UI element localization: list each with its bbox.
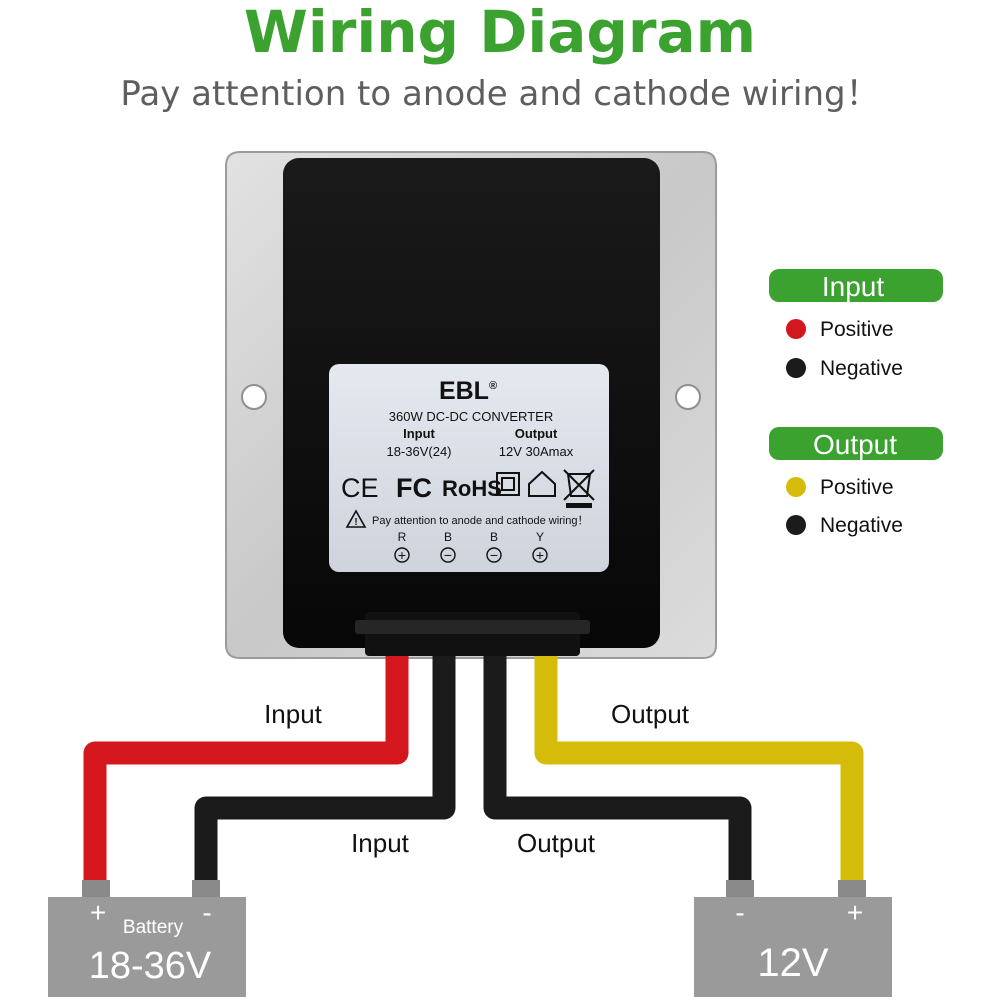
legend-output-positive-text: Positive [820,476,894,499]
legend-output-positive-dot [786,477,806,497]
pin-markings: R B B Y + − − + [394,530,548,563]
fc-mark: FC [396,473,432,503]
product-label: EBL® 360W DC-DC CONVERTER Input Output 1… [329,364,609,572]
input-positive-wire-label: Input [264,699,323,729]
wire-input-negative [194,656,456,885]
legend-output: Output Positive Negative [769,427,943,537]
ce-mark: CE [341,473,379,503]
legend-input: Input Positive Negative [769,269,943,380]
mount-hole-right [675,384,701,410]
pin-symbol-r: + [398,547,406,563]
pin-circle-b2 [486,547,502,563]
input-battery-plus: + [90,897,106,928]
input-battery: + Battery - 18-36V [48,880,246,997]
input-spec: 18-36V(24) [386,444,451,459]
output-negative-wire-label: Output [517,828,596,858]
output-heading: Output [515,426,558,441]
input-battery-voltage: 18-36V [89,945,212,987]
legend-input-negative-dot [786,358,806,378]
output-battery: - + 12V [694,880,892,997]
weee-bin-icon [563,469,595,508]
page-title: Wiring Diagram [243,0,757,66]
warning-icon: ! [345,509,367,528]
wire-output-positive [534,656,864,885]
input-battery-minus: - [202,897,211,928]
double-insulation-icon [496,472,520,496]
output-spec: 12V 30Amax [499,444,574,459]
pin-circle-b1 [440,547,456,563]
output-battery-voltage: 12V [757,941,828,985]
legend-input-negative-text: Negative [820,357,903,380]
rohs-mark: RoHS [442,476,502,501]
pin-symbol-b1: − [444,547,452,563]
page-subtitle: Pay attention to anode and cathode wirin… [120,74,880,114]
pin-letter-b1: B [444,530,452,544]
output-battery-plus: + [847,897,863,928]
indoor-use-icon [528,470,556,497]
svg-text:!: ! [354,517,357,528]
input-heading: Input [403,426,435,441]
model-text: 360W DC-DC CONVERTER [389,409,553,424]
pin-letter-b2: B [490,530,498,544]
cable-gland-ridge [355,620,590,634]
input-battery-name: Battery [123,917,184,938]
wire-input-positive [83,656,409,885]
legend-input-positive-text: Positive [820,318,894,341]
output-positive-wire-label: Output [611,699,690,729]
legend-output-negative-dot [786,515,806,535]
pin-letter-r: R [398,530,407,544]
input-negative-wire-label: Input [351,828,410,858]
pin-circle-r [394,547,410,563]
legend-input-title: Input [822,271,884,302]
brand-logo: EBL® [439,377,497,405]
legend-output-negative-text: Negative [820,514,903,537]
pin-symbol-y: + [536,547,544,563]
pin-circle-y [532,547,548,563]
pin-letter-y: Y [536,530,544,544]
mount-hole-left [241,384,267,410]
legend-input-positive-dot [786,319,806,339]
warning-text: Pay attention to anode and cathode wirin… [372,515,588,527]
wire-output-negative [483,656,752,885]
output-battery-minus: - [735,897,744,928]
pin-symbol-b2: − [490,547,498,563]
legend-output-title: Output [813,429,897,460]
